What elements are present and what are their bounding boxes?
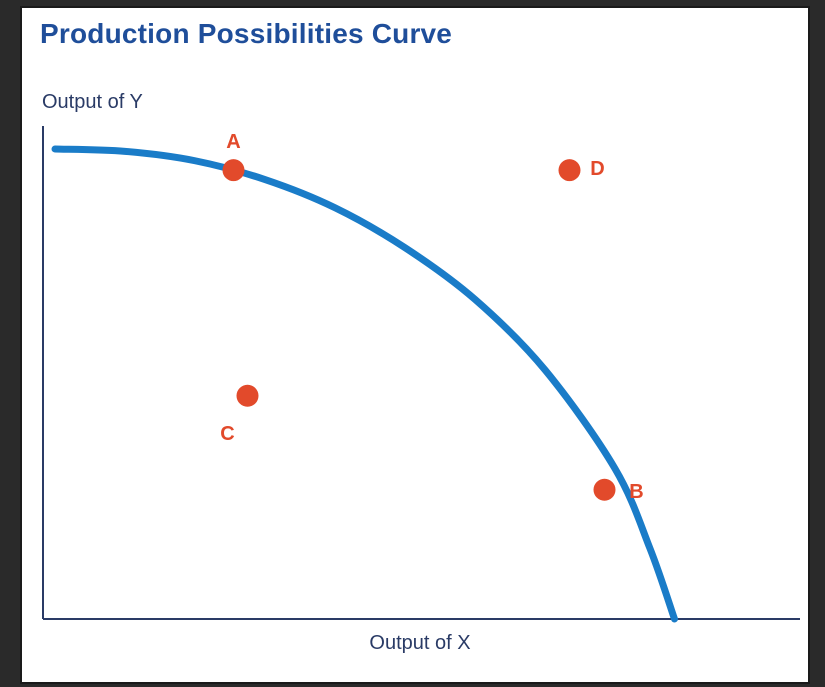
point-label-c: C bbox=[220, 423, 234, 445]
y-axis-label: Output of Y bbox=[42, 91, 143, 113]
x-axis-label: Output of X bbox=[369, 632, 470, 654]
point-b bbox=[593, 478, 616, 501]
ppc-curve bbox=[51, 145, 678, 623]
point-label-b: B bbox=[629, 481, 643, 503]
ppc-chart: Output of Y Output of X A B C D bbox=[42, 91, 800, 654]
point-a bbox=[222, 159, 245, 182]
chart-title: Production Possibilities Curve bbox=[40, 18, 453, 49]
chart-frame: Production Possibilities Curve Output of… bbox=[20, 6, 810, 684]
point-label-d: D bbox=[590, 158, 604, 180]
point-c bbox=[236, 384, 259, 407]
points-layer: A B C D bbox=[220, 131, 643, 503]
point-d bbox=[558, 159, 581, 182]
point-label-a: A bbox=[226, 131, 240, 153]
